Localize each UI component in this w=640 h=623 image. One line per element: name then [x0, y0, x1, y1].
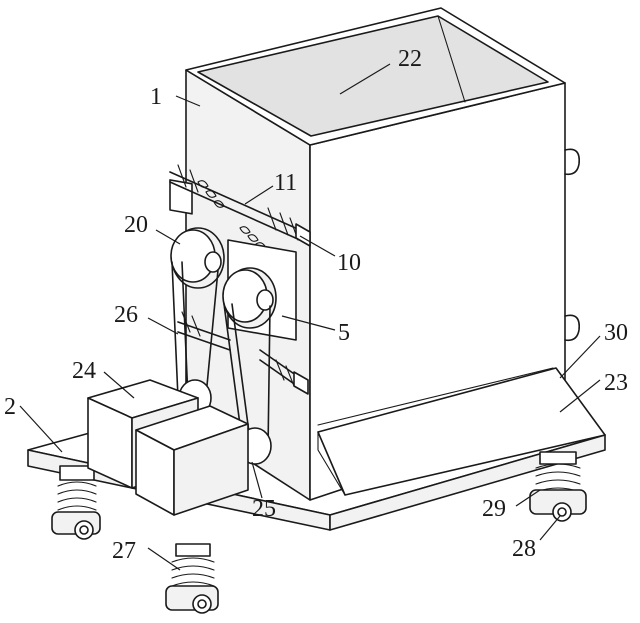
label-5: 5 [338, 320, 350, 346]
label-10: 10 [337, 250, 361, 276]
label-1: 1 [150, 84, 162, 110]
part-labels: 1 22 11 20 10 26 5 30 24 23 2 29 25 28 2… [4, 46, 628, 564]
label-29: 29 [482, 496, 506, 522]
caster-wheel-left [51, 465, 101, 540]
label-25: 25 [252, 496, 276, 522]
label-28: 28 [512, 536, 536, 562]
label-26: 26 [114, 302, 138, 328]
motor-front [135, 405, 249, 516]
label-24: 24 [72, 358, 96, 384]
label-23: 23 [604, 370, 628, 396]
leader-lines [19, 63, 601, 571]
label-2: 2 [4, 394, 16, 420]
caster-wheel-front [165, 543, 219, 614]
pulley-right [222, 267, 277, 329]
label-11: 11 [274, 170, 297, 196]
pulley-left [170, 227, 225, 289]
label-30: 30 [604, 320, 628, 346]
label-27: 27 [112, 538, 136, 564]
label-22: 22 [398, 46, 422, 72]
caster-wheel-right [529, 451, 587, 522]
discharge-chute [317, 367, 606, 496]
label-20: 20 [124, 212, 148, 238]
